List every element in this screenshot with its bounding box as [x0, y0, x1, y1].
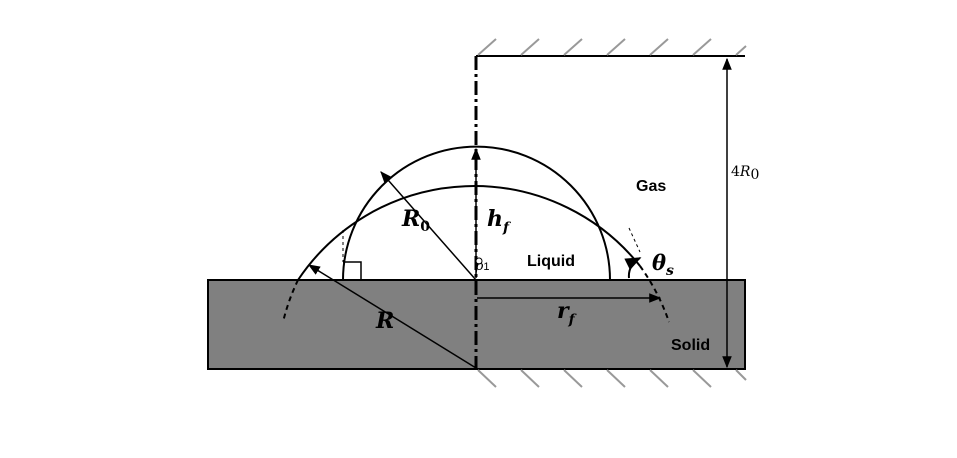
rf-label: rf — [557, 298, 578, 328]
right-angle-marker — [343, 261, 362, 280]
spread-droplet-arc-extension-right — [639, 265, 670, 323]
initial-droplet-arc — [342, 145, 611, 281]
spread-droplet-arc-extension-left — [282, 279, 299, 323]
R-arrow — [307, 264, 477, 369]
R0-arrow — [380, 171, 477, 281]
solid-label: Solid — [671, 337, 710, 354]
gas-label: Gas — [636, 178, 666, 195]
R-label: R — [375, 308, 394, 334]
liquid-label: Liquid — [527, 253, 575, 270]
point-p1-marker — [475, 257, 483, 265]
R0-label: R0 — [401, 206, 430, 235]
tangent-dashed-right — [628, 227, 641, 253]
spread-droplet-arc — [297, 185, 641, 281]
theta-s-label: θs — [652, 250, 674, 279]
contact-angle-arc — [624, 257, 642, 279]
top-wall-hatching — [477, 38, 747, 56]
hf-label: hf — [487, 206, 512, 236]
bottom-wall-hatching — [477, 369, 747, 388]
domain-height-label: 4R0 — [731, 164, 759, 183]
p1-label: p1 — [475, 259, 489, 274]
